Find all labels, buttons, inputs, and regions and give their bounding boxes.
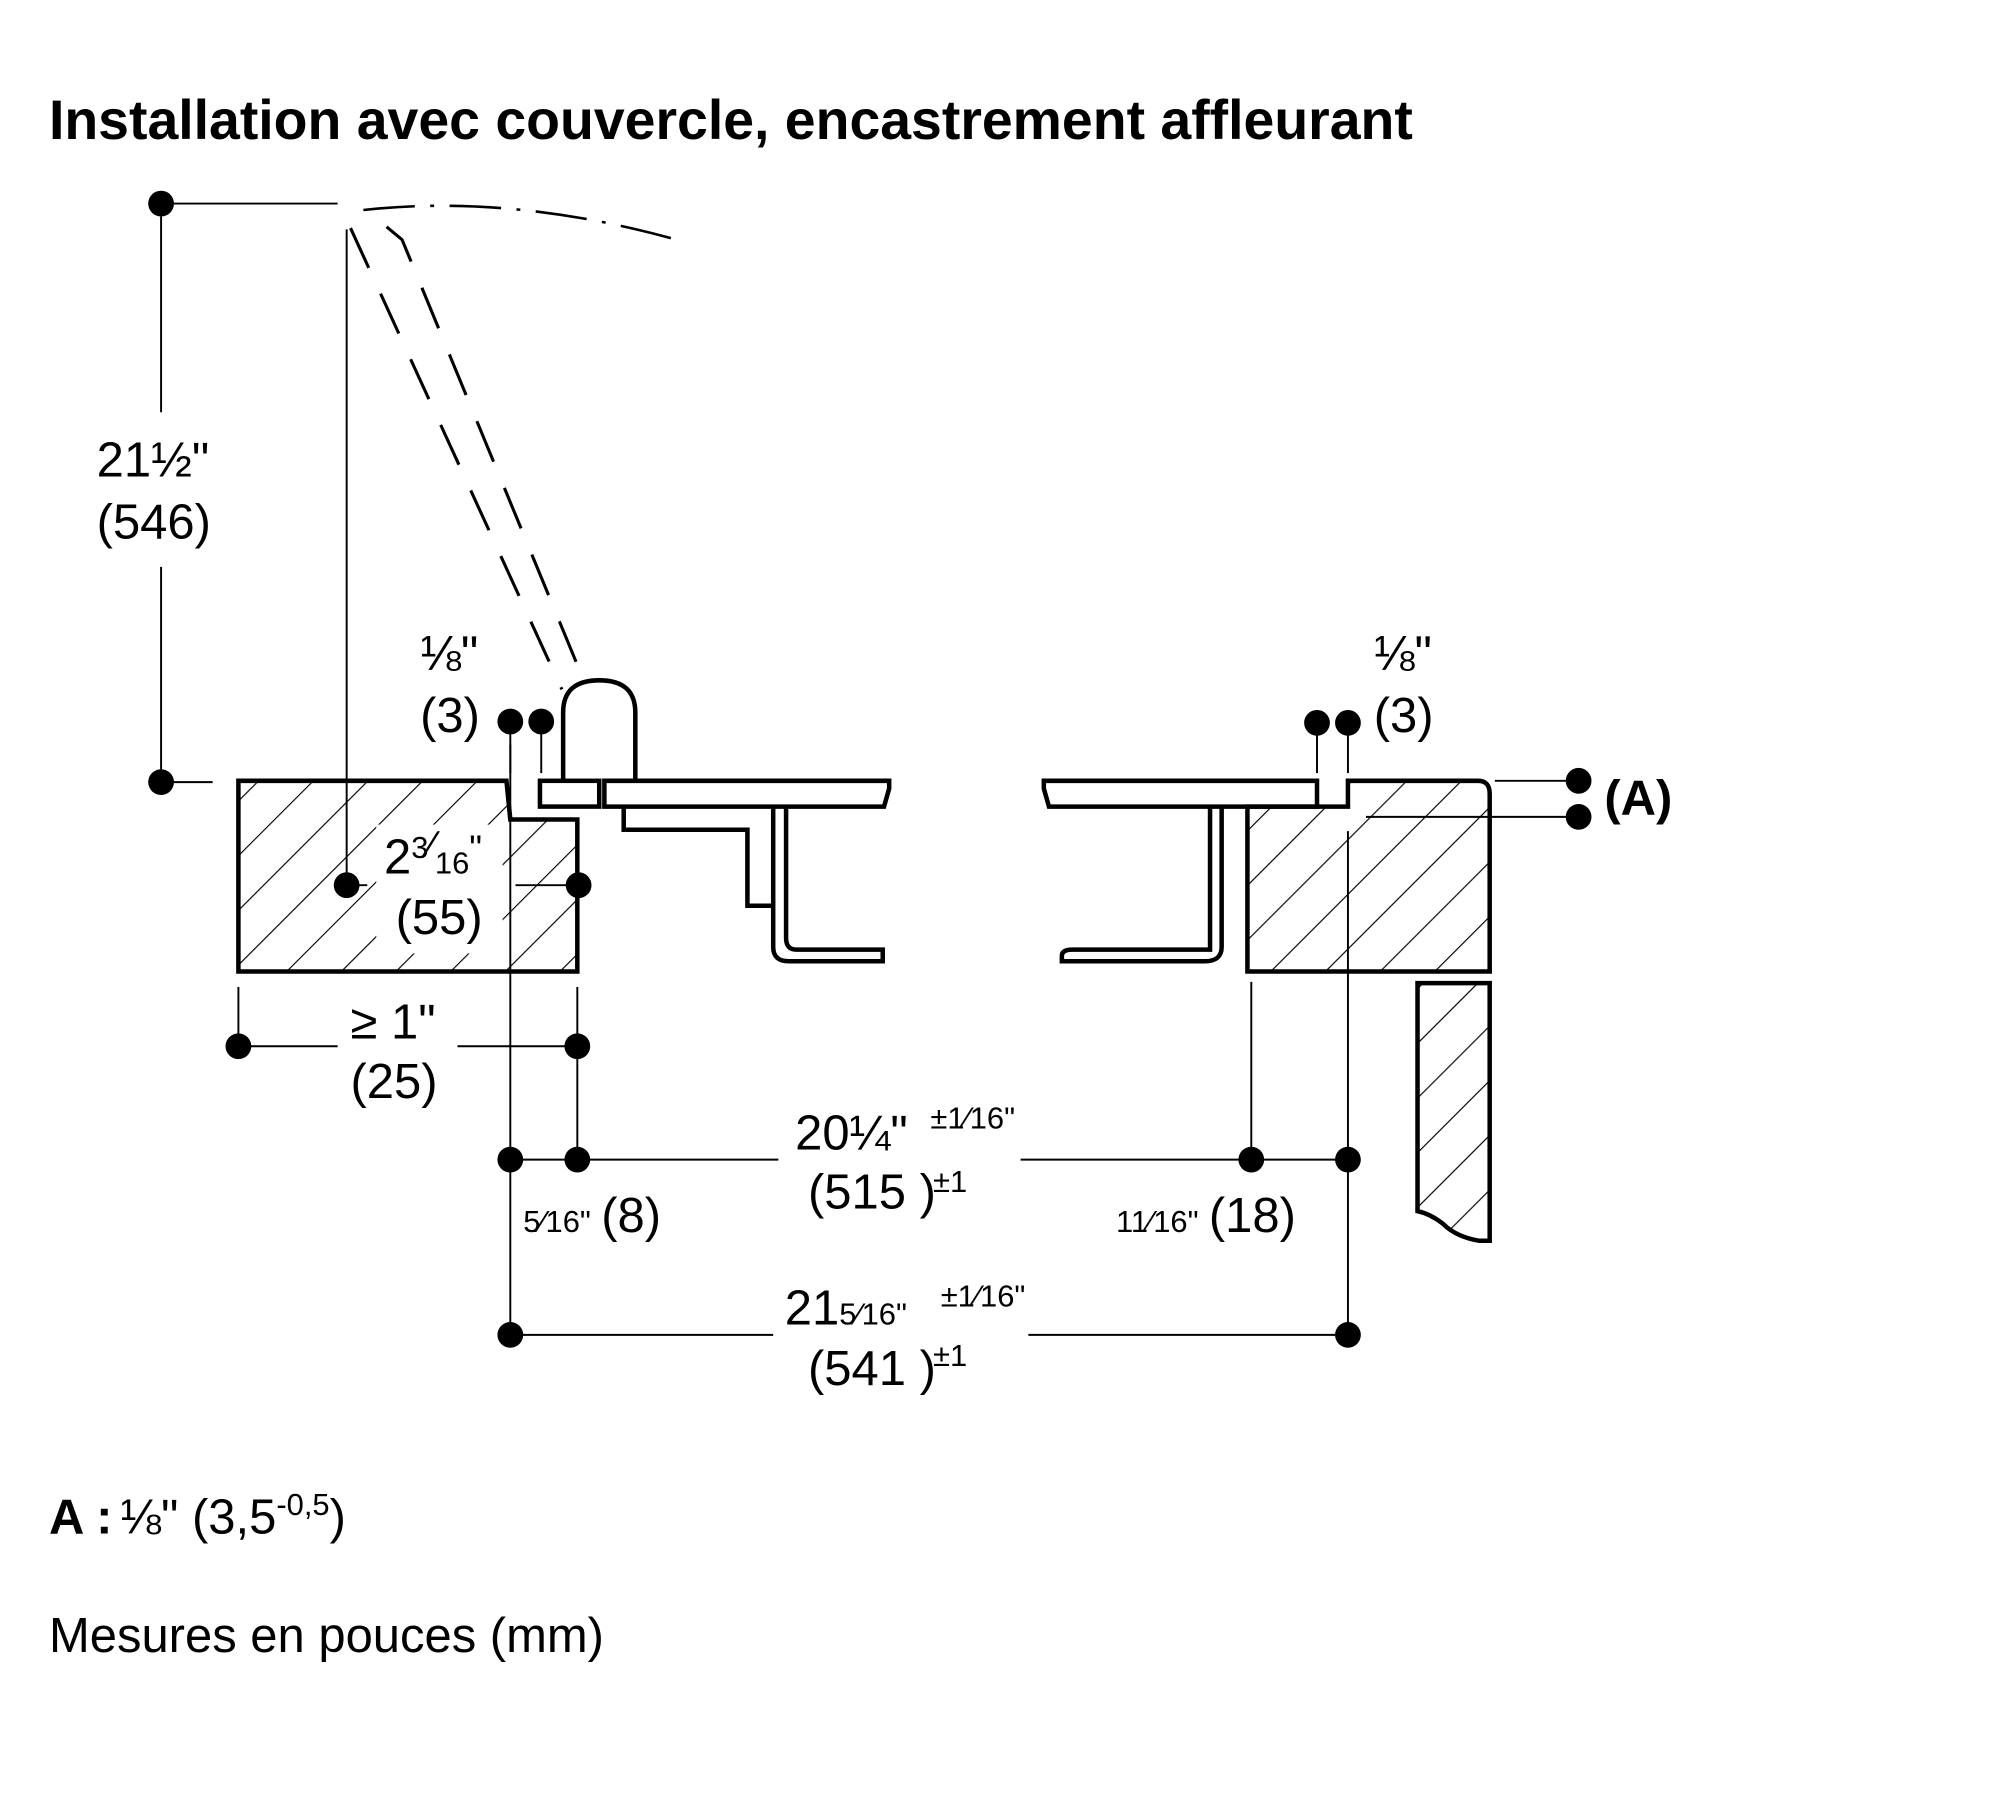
appliance-right-edge xyxy=(1041,778,1320,964)
left-gap-mm: (3) xyxy=(420,689,480,743)
depth-inch-den: 16 xyxy=(435,846,469,881)
cutout-outer-inch-frac: 5⁄16" xyxy=(839,1297,907,1332)
dim-point xyxy=(565,872,592,899)
dim-point xyxy=(1565,804,1592,830)
cutout-inner-mm: (515 ) xyxy=(808,1166,936,1220)
cutout-outer-tol-mm: ±1 xyxy=(933,1338,967,1373)
cutout-outer-dimension: 215⁄16" ±1⁄16" (541 ) ±1 xyxy=(497,1279,1361,1396)
svg-text:215⁄16": 215⁄16" xyxy=(785,1282,907,1336)
cutout-outer-tol-inch: ±1⁄16" xyxy=(941,1279,1026,1314)
open-lid-outline xyxy=(349,225,588,690)
svg-text:11⁄16"(18): 11⁄16" (18) xyxy=(1116,1189,1296,1243)
lid-swing-arc xyxy=(363,204,686,244)
a-legend-value: ⅛" (3,5 xyxy=(120,1490,276,1544)
lid-height-inch: 21½" xyxy=(97,434,210,488)
a-legend-tolerance: -0,5 xyxy=(276,1487,329,1522)
offset-right-inch: 11⁄16" xyxy=(1116,1204,1199,1239)
left-gap-inch: ⅛" xyxy=(420,627,478,681)
right-countertop-section xyxy=(1245,778,1492,974)
depth-mm: (55) xyxy=(396,891,483,945)
offset-left-inch: 5⁄16" xyxy=(523,1204,591,1239)
appliance-left-edge xyxy=(537,678,892,964)
depth-inch-unit: " xyxy=(469,828,482,869)
cabinet-side-panel xyxy=(1415,980,1492,1244)
cutout-inner-tol-inch: ±1⁄16" xyxy=(930,1101,1015,1136)
dim-point xyxy=(1565,767,1592,794)
cutout-inner-tol-mm: ±1 xyxy=(933,1164,967,1199)
depth-dimension: 23⁄16" (55) xyxy=(333,824,592,954)
a-label: (A) xyxy=(1604,771,1672,825)
cutout-outer-inch: 21 xyxy=(785,1282,839,1336)
depth-inch-num: 3 xyxy=(411,830,428,865)
page-title: Installation avec couvercle, encastremen… xyxy=(49,89,1413,151)
offset-left-mm: (8) xyxy=(601,1189,661,1243)
svg-text:5⁄16"(8): 5⁄16" (8) xyxy=(523,1189,661,1243)
a-legend: A :⅛" (3,5-0,5) xyxy=(49,1487,346,1544)
units-note: Mesures en pouces (mm) xyxy=(49,1609,604,1663)
cutout-outer-mm: (541 ) xyxy=(808,1342,936,1396)
offset-right-mm: (18) xyxy=(1209,1189,1296,1243)
right-gap-dimension: ⅛" (3) xyxy=(1304,627,1434,774)
cutout-inner-inch: 20¼" xyxy=(795,1106,908,1160)
right-gap-mm: (3) xyxy=(1374,689,1434,743)
min-edge-inch: ≥ 1" xyxy=(351,996,436,1050)
lid-height-dimension: 21½" (546) xyxy=(97,190,338,795)
a-legend-key: A : xyxy=(49,1490,112,1544)
left-gap-dimension: ⅛" (3) xyxy=(420,627,555,774)
cutout-inner-dimension: 20¼" ±1⁄16" (515 ) ±1 5⁄16" (8) 11⁄16" (18… xyxy=(497,1101,1361,1243)
depth-inch-whole: 2 xyxy=(384,831,411,885)
min-edge-mm: (25) xyxy=(351,1055,438,1109)
lid-height-mm: (546) xyxy=(97,496,211,550)
right-gap-inch: ⅛" xyxy=(1374,627,1432,681)
min-edge-dimension: ≥ 1" (25) xyxy=(225,986,591,1160)
a-legend-close: ) xyxy=(330,1490,346,1544)
a-dimension: (A) xyxy=(1365,767,1672,830)
